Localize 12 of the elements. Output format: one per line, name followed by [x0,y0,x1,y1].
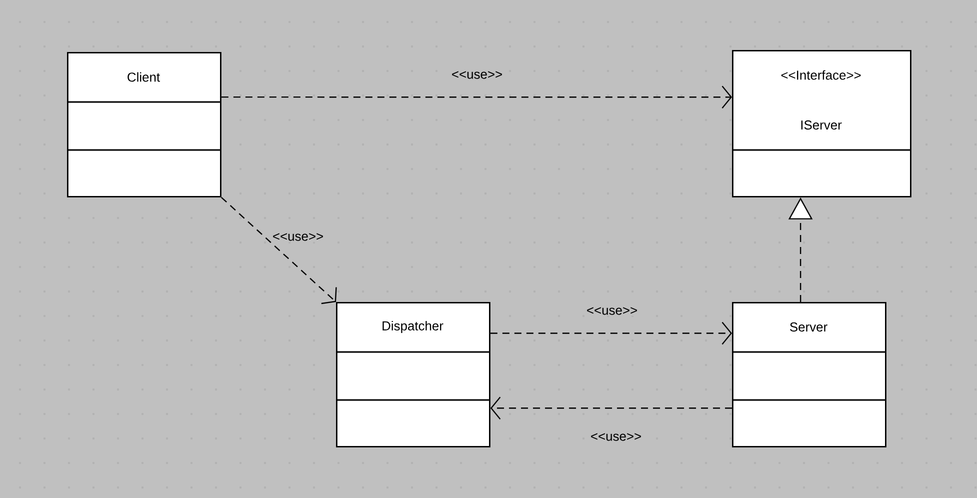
class-box: <<Interface>> IServer [732,50,912,198]
edge-label: <<use>> [450,70,504,80]
edge-label: <<use>> [589,432,643,442]
edge-label: <<use>> [271,232,325,242]
dependency-arrow [221,86,732,109]
dependency-arrow [490,322,732,345]
dependency-arrow [490,396,732,420]
class-box: Dispatcher [336,302,490,448]
class-box: Server [732,302,886,448]
class-box: Client [67,52,222,198]
edge-label: <<use>> [585,306,639,316]
dependency-arrow [221,196,337,304]
